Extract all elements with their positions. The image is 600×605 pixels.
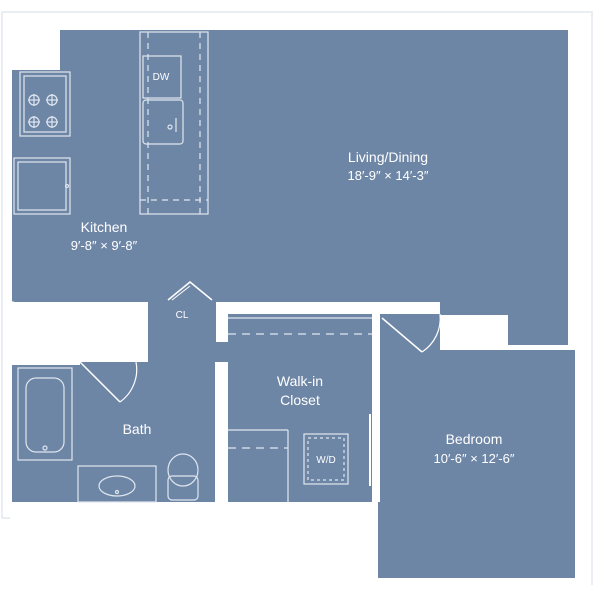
sink-icon bbox=[77, 465, 157, 503]
closet-cl-floor bbox=[154, 300, 210, 338]
door-swing-icon bbox=[79, 361, 138, 403]
door-swing-icon bbox=[381, 313, 441, 353]
walkin-closet-floor bbox=[228, 314, 372, 502]
living-name: Living/Dining bbox=[348, 149, 428, 165]
bath-fixtures bbox=[17, 367, 199, 503]
kitchen-name: Kitchen bbox=[81, 219, 128, 235]
hall-floor bbox=[148, 342, 228, 364]
living-kitchen-floor bbox=[12, 30, 568, 345]
washer-dryer-label: W/D bbox=[316, 455, 335, 466]
kitchen-dims: 9′-8″ × 9′-8″ bbox=[71, 238, 138, 253]
floor-areas bbox=[12, 30, 575, 578]
stove-icon bbox=[19, 71, 71, 137]
bath-floor bbox=[12, 362, 215, 502]
room-labels: Living/Dining 18′-9″ × 14′-3″ Kitchen 9′… bbox=[71, 72, 515, 466]
bath-name: Bath bbox=[123, 421, 152, 437]
bathtub-icon bbox=[17, 367, 73, 461]
walkin-fixtures bbox=[217, 317, 372, 502]
bedroom-name: Bedroom bbox=[446, 431, 503, 447]
sink-icon bbox=[142, 99, 184, 145]
doors bbox=[11, 281, 441, 403]
bedroom-dims: 10′-6″ × 12′-6″ bbox=[434, 451, 515, 466]
toilet-icon bbox=[167, 453, 199, 501]
closet-label: CL bbox=[176, 310, 189, 321]
kitchen-island bbox=[139, 31, 209, 215]
dishwasher bbox=[142, 55, 182, 99]
washer-dryer bbox=[303, 433, 349, 485]
walkin-name-line1: Walk-in bbox=[277, 373, 323, 389]
kitchen-fixtures bbox=[13, 31, 209, 215]
bedroom-floor bbox=[378, 314, 575, 578]
refrigerator-icon bbox=[13, 157, 71, 215]
living-dims: 18′-9″ × 14′-3″ bbox=[348, 168, 429, 183]
walkin-name-line2: Closet bbox=[280, 392, 320, 408]
dishwasher-label: DW bbox=[153, 72, 170, 83]
door-swing-icon bbox=[11, 301, 51, 351]
outer-frame bbox=[1, 11, 593, 585]
